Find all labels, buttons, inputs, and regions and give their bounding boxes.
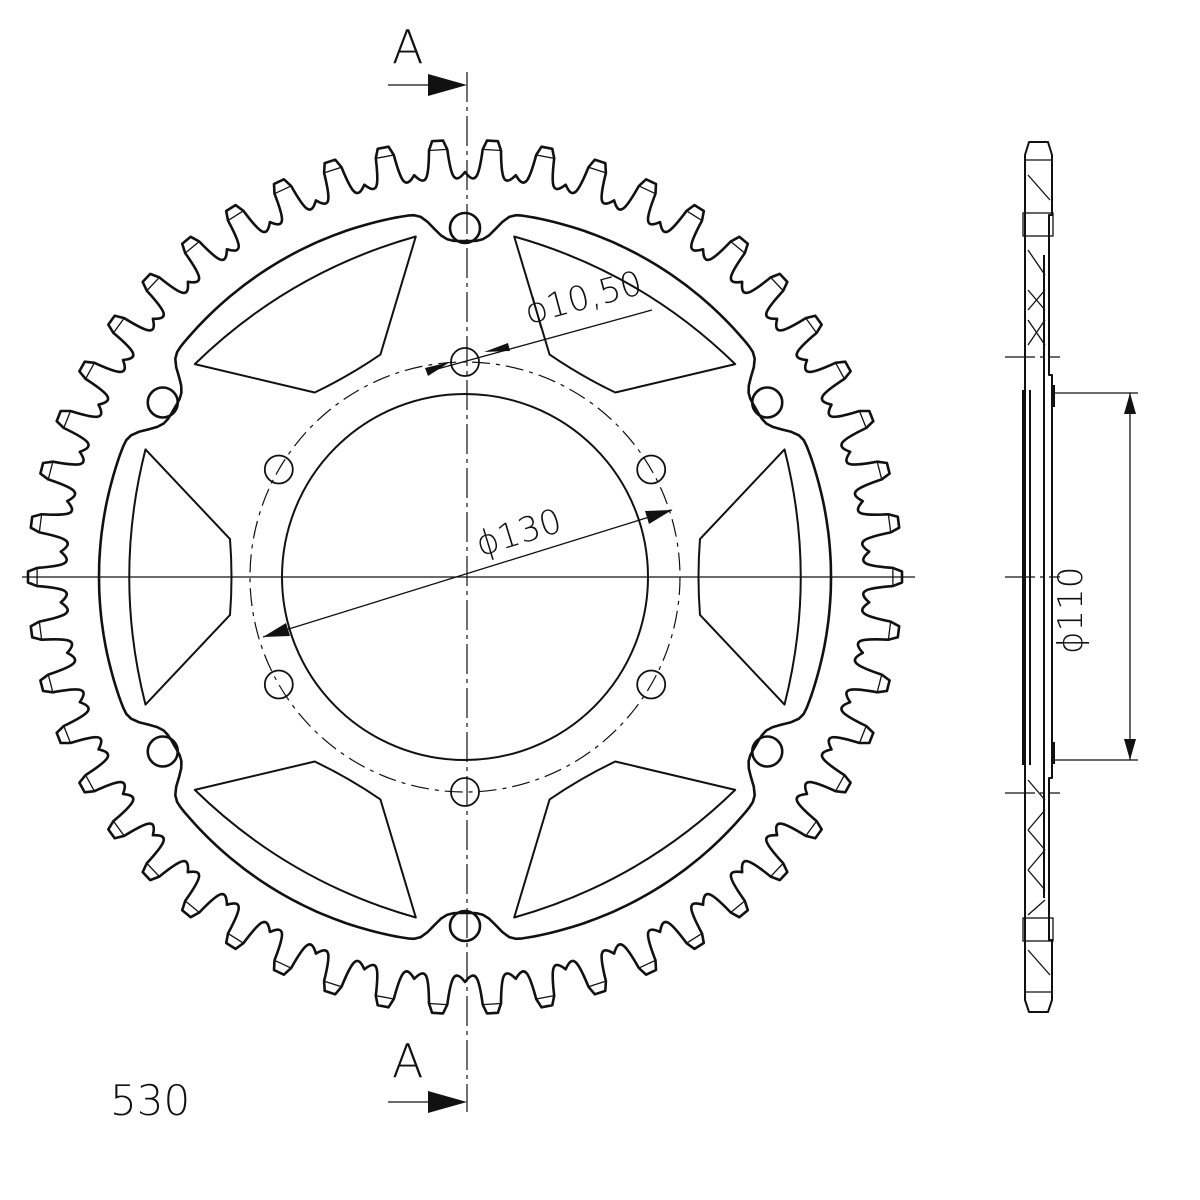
tooth-chamfer-line (730, 240, 746, 254)
bolt-hole (450, 777, 480, 807)
tooth-chamfer-line (375, 994, 394, 1000)
bolt-hole-dimension-leader (429, 309, 653, 372)
tooth-chamfer-line (428, 148, 448, 152)
outer-hole (750, 735, 784, 768)
tooth-chamfer-line (770, 862, 784, 878)
section-label-top: A (392, 20, 424, 74)
side-bolt-marker (1051, 385, 1055, 407)
tooth-chamfer-line (63, 725, 72, 744)
lightening-window (513, 760, 737, 919)
tooth-chamfer-line (47, 674, 54, 693)
tooth-chamfer-line (638, 185, 656, 195)
tooth-chamfer-line (887, 621, 892, 640)
tooth-chamfer-line (482, 148, 502, 152)
arrowhead-icon (425, 362, 450, 376)
tooth-chamfer-line (63, 410, 72, 429)
tooth-chamfer-line (588, 166, 607, 174)
tooth-chamfer-line (112, 317, 125, 334)
tooth-chamfer-lines (36, 148, 894, 1006)
tooth-chamfer-line (858, 410, 867, 429)
tooth-chamfer-line (184, 900, 200, 914)
tooth-chamfer-line (858, 725, 867, 744)
side-profile-outer (1024, 141, 1053, 1013)
tooth-chamfer-line (805, 820, 818, 837)
arrowhead-icon (645, 510, 672, 524)
tooth-chamfer-line (274, 959, 292, 969)
tooth-chamfer-line (482, 1002, 502, 1006)
outer-hole (448, 909, 482, 943)
tooth-chamfer-line (876, 461, 883, 480)
tooth-chamfer-line (638, 959, 656, 969)
sprocket-section-view (1005, 141, 1138, 1013)
bolt-holes (263, 347, 667, 807)
tooth-chamfer-line (536, 994, 555, 1000)
outer-holes (146, 211, 784, 943)
tooth-chamfer-line (146, 276, 160, 292)
sprocket-front-view (22, 72, 915, 1113)
lightening-window (193, 235, 417, 394)
tooth-chamfer-line (274, 185, 292, 195)
tooth-chamfer-line (876, 674, 883, 693)
side-bolt-bottom (1022, 917, 1054, 942)
bolt-hole (263, 454, 294, 485)
tooth-chamfer-line (686, 932, 703, 944)
tooth-chamfer-line (834, 774, 845, 792)
lightening-window (513, 235, 737, 394)
outer-hole (146, 386, 180, 419)
tooth-chamfer-line (184, 240, 200, 254)
tooth-chamfer-line (85, 362, 96, 380)
tooth-chamfer-line (227, 210, 244, 222)
bolt-hole (636, 669, 667, 700)
outer-hole (750, 386, 784, 419)
bore-dimension-text: ϕ110 (1051, 566, 1091, 654)
outer-hole (146, 735, 180, 768)
outer-hole (448, 211, 482, 245)
bolt-hole (263, 669, 294, 700)
tooth-chamfer-line (323, 166, 342, 174)
tooth-chamfer-line (686, 210, 703, 222)
section-label-bottom: A (392, 1034, 424, 1088)
tooth-chamfer-line (536, 154, 555, 160)
tooth-chamfer-line (375, 154, 394, 160)
arrowhead-icon (484, 343, 510, 352)
tooth-chamfer-line (323, 980, 342, 988)
tooth-chamfer-line (227, 932, 244, 944)
bolt-hole (450, 347, 480, 377)
lightening-window (193, 760, 417, 919)
tooth-chamfer-line (85, 774, 96, 792)
arrowhead-icon (1124, 739, 1136, 760)
side-bolt-marker (1051, 742, 1055, 764)
tooth-chamfer-line (47, 461, 54, 480)
tooth-chamfer-line (428, 1002, 448, 1006)
lightening-window (128, 448, 233, 706)
chain-size-label: 530 (110, 1076, 191, 1125)
section-arrow-top-icon (428, 74, 467, 96)
arrowhead-icon (263, 623, 290, 637)
tooth-chamfer-line (112, 820, 125, 837)
lightening-window (697, 448, 802, 706)
tooth-chamfer-line (146, 862, 160, 878)
pcd-dimension-line (262, 509, 673, 638)
lightening-windows (128, 235, 802, 919)
side-bolt-top (1022, 212, 1054, 237)
arrowhead-icon (1124, 393, 1136, 414)
tooth-chamfer-line (887, 514, 892, 533)
bolt-hole (636, 454, 667, 485)
tooth-chamfer-line (834, 362, 845, 380)
section-arrow-bottom-icon (428, 1091, 467, 1113)
tooth-chamfer-line (588, 980, 607, 988)
tooth-chamfer-line (730, 900, 746, 914)
tooth-chamfer-line (770, 276, 784, 292)
side-hatch (1027, 174, 1051, 976)
sprocket-body-outline (97, 213, 833, 941)
tooth-chamfer-line (38, 514, 43, 533)
tooth-chamfer-line (805, 317, 818, 334)
tooth-chamfer-line (38, 621, 43, 640)
